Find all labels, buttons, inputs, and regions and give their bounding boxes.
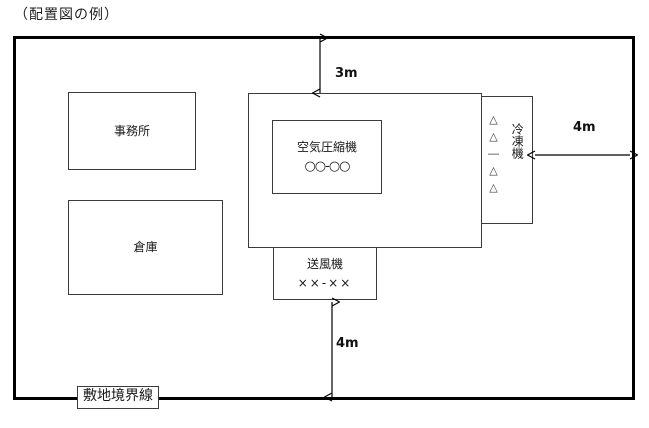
building-office-label: 事務所 — [113, 123, 150, 138]
triangle-icon: △ — [489, 164, 498, 178]
equipment-refrigerator: △ △ ― △ △ 冷凍機 — [481, 96, 533, 224]
equipment-refrigerator-label: 冷凍機 — [510, 123, 525, 159]
dash-icon: ― — [488, 147, 499, 161]
dimension-label-right: 4m — [573, 120, 596, 135]
equipment-air-compressor: 空気圧縮機 ○○-○○ — [272, 120, 382, 194]
dimension-arrow-top — [310, 36, 330, 96]
dimension-arrow-bottom — [322, 300, 342, 400]
triangle-icon: △ — [489, 130, 498, 144]
page-title: （配置図の例） — [14, 7, 119, 23]
equipment-air-compressor-label: 空気圧縮機 — [296, 139, 357, 154]
dimension-label-bottom: 4m — [336, 336, 359, 351]
equipment-blower: 送風機 ××-×× — [273, 247, 377, 300]
dimension-arrow-right — [533, 145, 633, 165]
equipment-air-compressor-symbols: ○○-○○ — [304, 158, 350, 174]
equipment-blower-symbols: ××-×× — [297, 275, 353, 290]
dimension-label-top: 3m — [335, 66, 358, 81]
building-office: 事務所 — [68, 92, 196, 170]
equipment-refrigerator-symbols: △ △ ― △ △ — [488, 111, 499, 196]
equipment-blower-label: 送風機 — [306, 257, 343, 272]
building-warehouse: 倉庫 — [68, 200, 223, 295]
site-boundary-label: 敷地境界線 — [77, 386, 159, 409]
triangle-icon: △ — [489, 113, 498, 126]
triangle-icon: △ — [489, 181, 498, 195]
building-warehouse-label: 倉庫 — [133, 240, 158, 255]
